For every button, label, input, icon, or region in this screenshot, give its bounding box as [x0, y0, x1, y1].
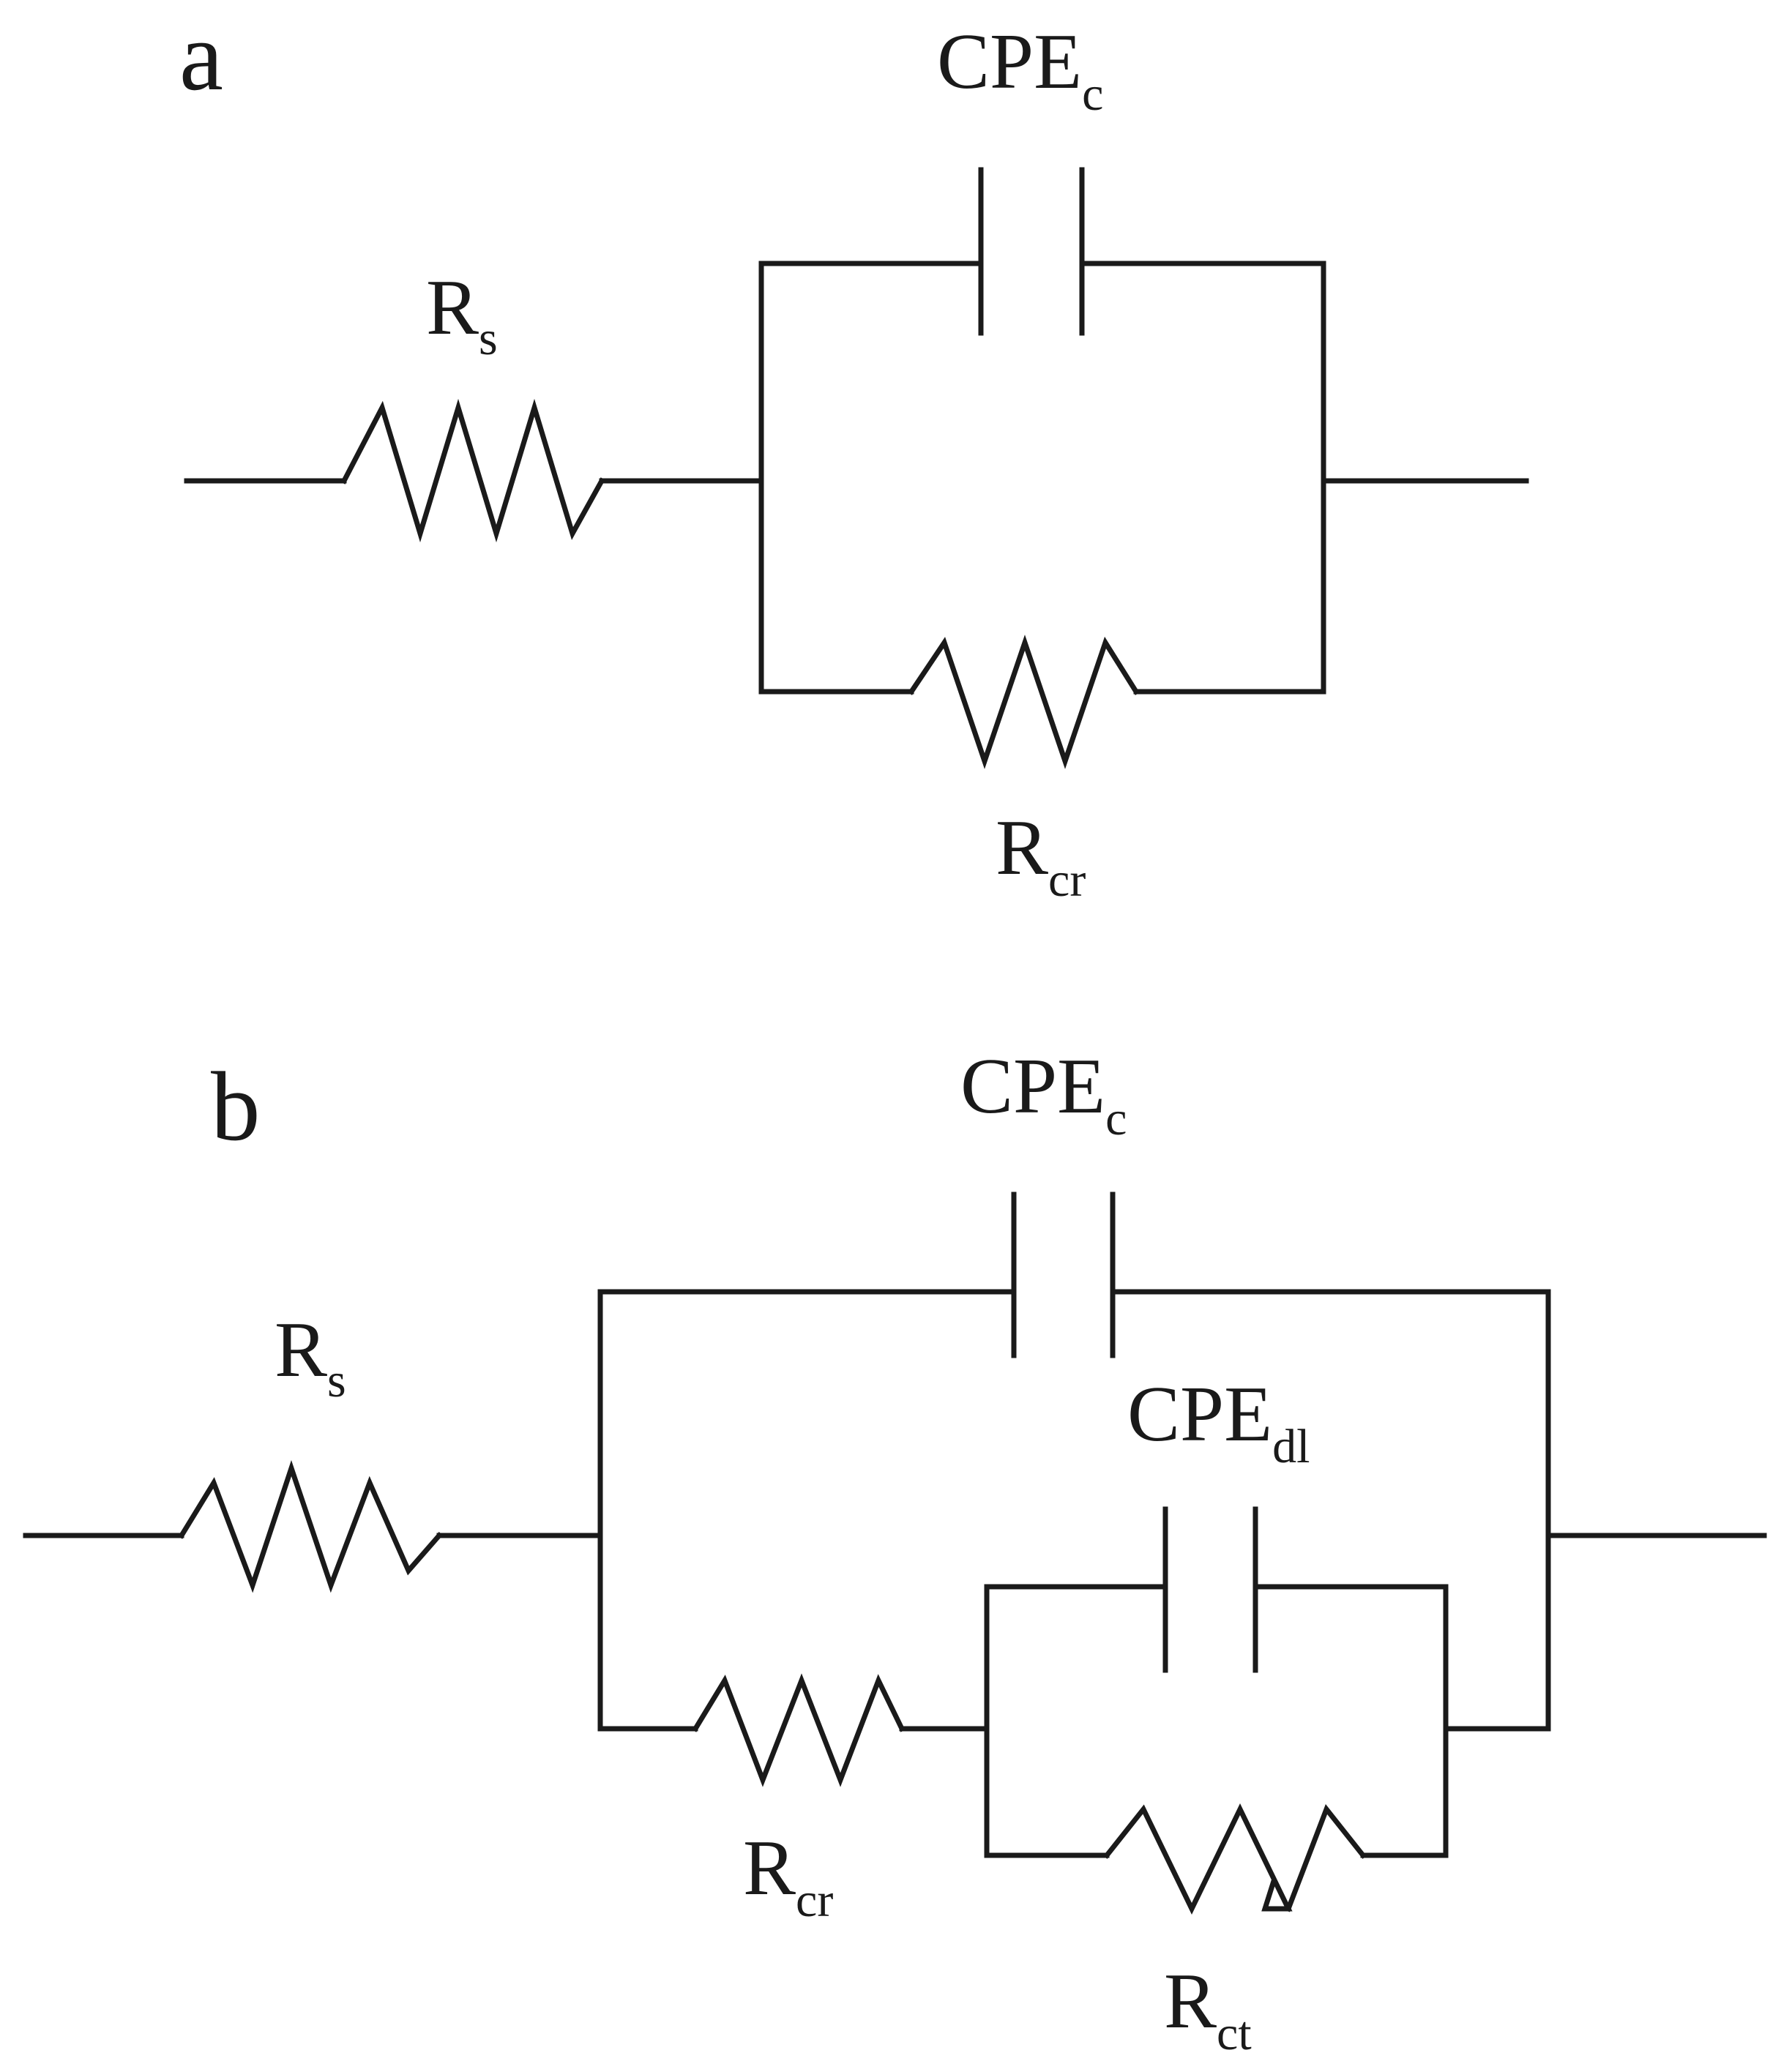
panel-b-rcr-resistor — [692, 1673, 906, 1787]
panel-a-rcr-resistor — [908, 635, 1140, 769]
panel-b-rct-resistor — [1103, 1803, 1293, 1915]
panel-b-rs-resistor — [178, 1459, 443, 1593]
panel-a: a CPEc Rs Rcr — [179, 2, 1529, 907]
panel-a-rcr-label: Rcr — [996, 804, 1086, 907]
panel-b-cpe-c-label: CPEc — [960, 1043, 1127, 1145]
panel-b: b CPEc Rs CPEdl Rcr Rct — [23, 1043, 1767, 2060]
panel-a-rs-resistor — [340, 398, 605, 543]
panel-b-rct-resistor-tail — [1285, 1804, 1367, 1912]
panel-a-cpe-c-label: CPEc — [937, 18, 1103, 121]
panel-a-rs-label: Rs — [426, 264, 498, 365]
panel-b-rs-label: Rs — [275, 1306, 346, 1407]
panel-b-letter: b — [211, 1052, 261, 1162]
panel-b-rct-label: Rct — [1164, 1958, 1252, 2060]
panel-b-cpe-dl-label: CPEdl — [1127, 1371, 1310, 1473]
panel-a-letter: a — [179, 2, 223, 111]
panel-b-rcr-label: Rcr — [743, 1825, 833, 1927]
